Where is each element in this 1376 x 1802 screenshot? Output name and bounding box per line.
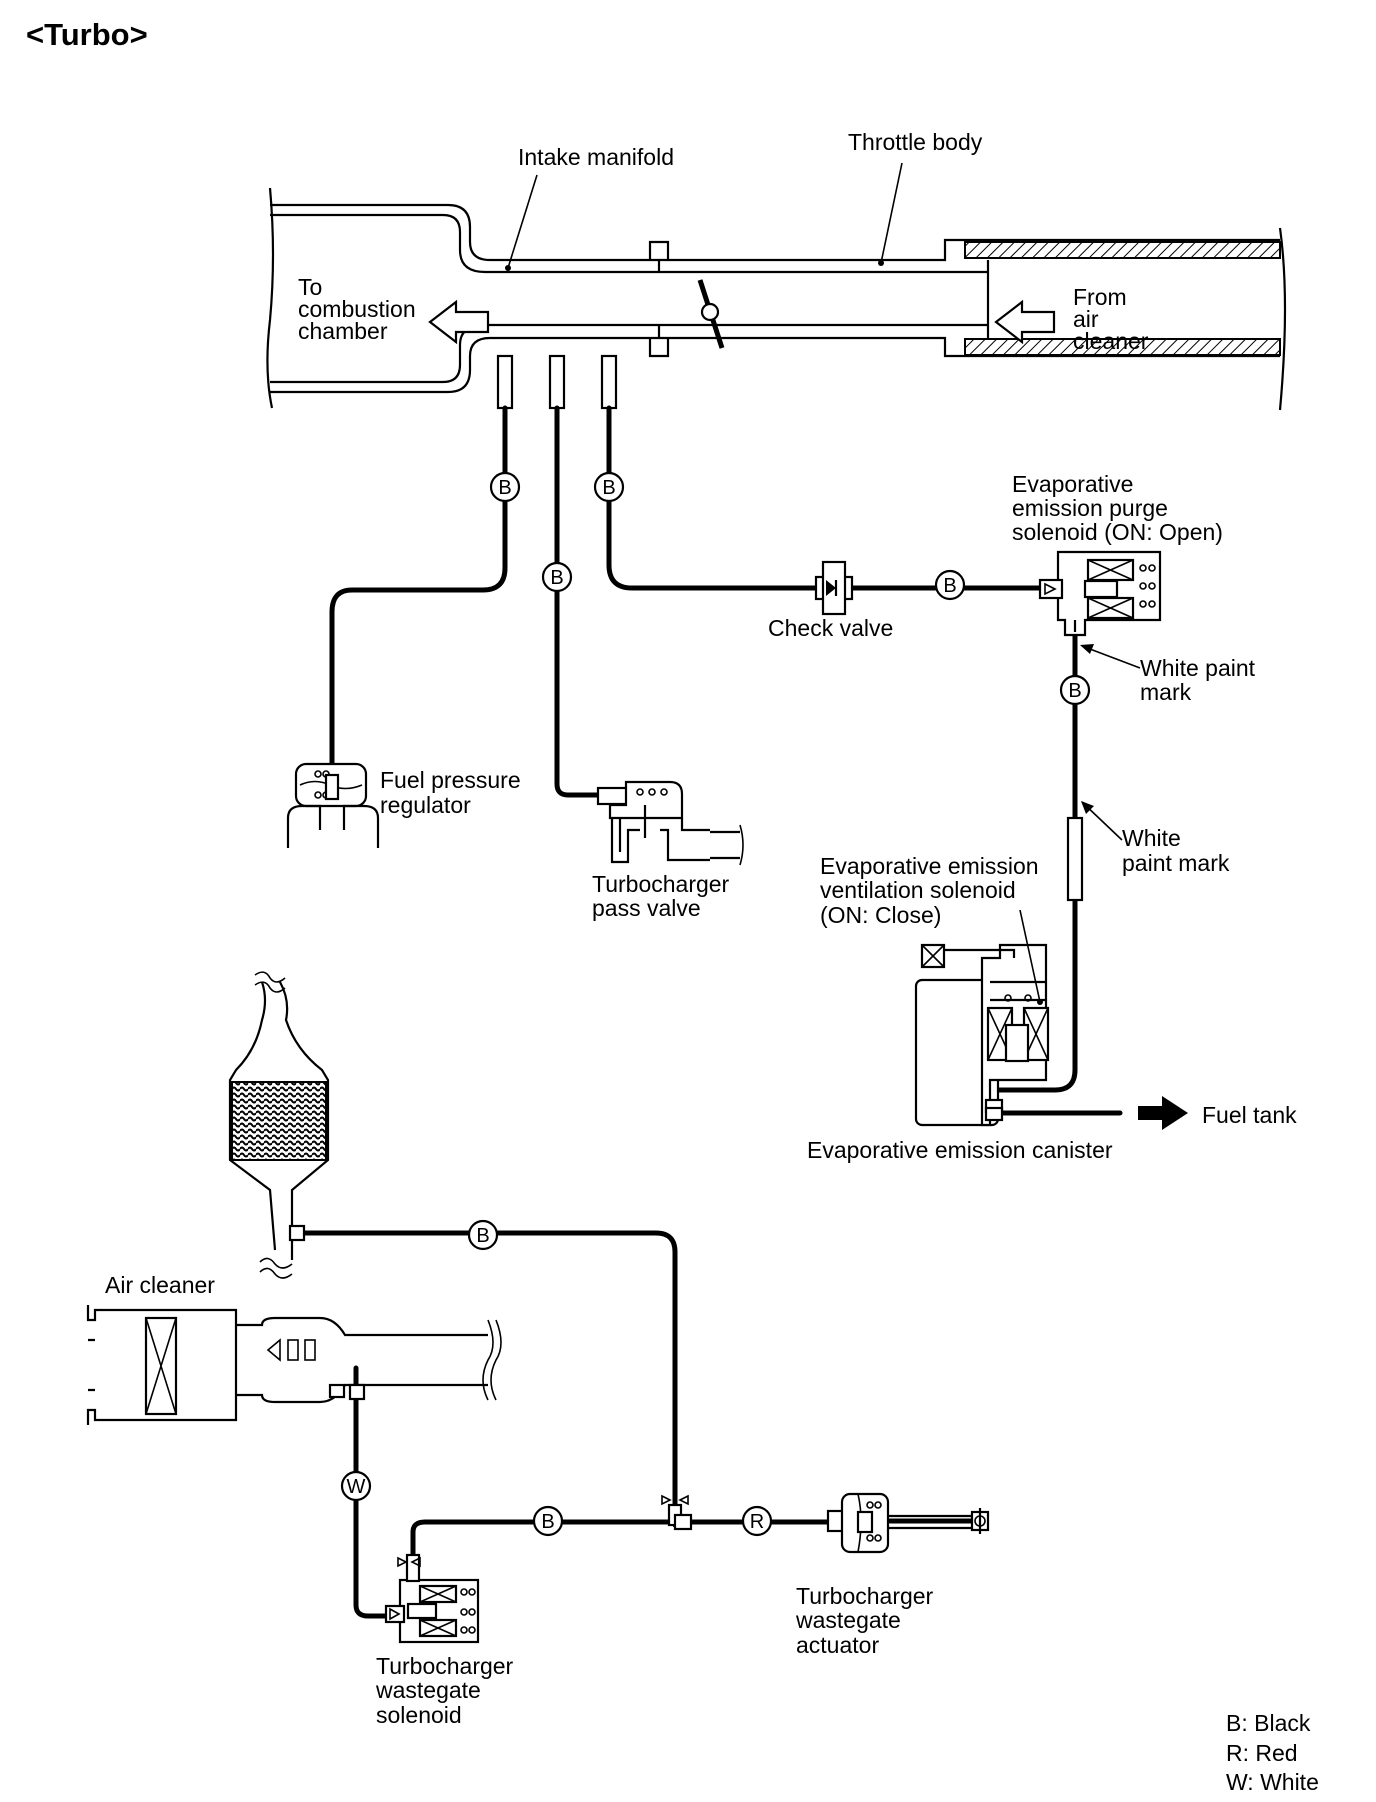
label-fuel-tank: Fuel tank bbox=[1202, 1102, 1297, 1128]
wastegate-actuator bbox=[826, 1492, 990, 1554]
diagram-title: <Turbo> bbox=[26, 17, 148, 52]
label-intake-manifold: Intake manifold bbox=[518, 144, 674, 170]
hose-tag-b: B bbox=[467, 1219, 499, 1251]
svg-text:B: B bbox=[602, 477, 615, 499]
svg-text:W: W bbox=[347, 1476, 366, 1498]
label-fuel-pressure-regulator: Fuel pressure regulator bbox=[380, 767, 527, 818]
label-pass-valve: Turbocharger pass valve bbox=[592, 871, 736, 921]
label-air-cleaner: Air cleaner bbox=[105, 1272, 215, 1298]
hose-tag-b: B bbox=[541, 561, 573, 593]
svg-text:B: B bbox=[943, 575, 956, 597]
label-white-paint-mark-1: White paint mark bbox=[1140, 655, 1261, 705]
catalytic-converter bbox=[228, 971, 330, 1279]
evaporative-emission-canister bbox=[914, 909, 1050, 1127]
color-legend: B: Black R: Red W: White bbox=[1226, 1710, 1319, 1795]
label-white-paint-mark-2: White paint mark bbox=[1122, 825, 1230, 876]
label-ventilation-solenoid: Evaporative emission ventilation solenoi… bbox=[820, 853, 1045, 928]
leader-lines bbox=[505, 162, 903, 271]
hose-tag-w: W bbox=[340, 1470, 372, 1502]
air-cleaner bbox=[86, 1305, 502, 1425]
label-to-combustion-chamber: To combustion chamber bbox=[298, 274, 422, 344]
purge-solenoid bbox=[1038, 550, 1162, 637]
hose-tag-b: B bbox=[1059, 674, 1091, 706]
svg-text:R: R bbox=[750, 1511, 764, 1533]
label-canister: Evaporative emission canister bbox=[807, 1137, 1113, 1163]
label-wastegate-solenoid: Turbocharger wastegate solenoid bbox=[375, 1653, 520, 1728]
check-valve bbox=[814, 560, 854, 616]
label-throttle-body: Throttle body bbox=[848, 129, 983, 155]
paint-mark-leaders bbox=[1080, 644, 1141, 841]
svg-text:B: B bbox=[476, 1225, 489, 1247]
svg-text:B: B bbox=[550, 567, 563, 589]
hose-tag-r: R bbox=[741, 1505, 773, 1537]
svg-text:B: B bbox=[1068, 680, 1081, 702]
svg-text:B: B bbox=[541, 1511, 554, 1533]
wastegate-solenoid bbox=[384, 1553, 480, 1644]
label-check-valve: Check valve bbox=[768, 615, 893, 641]
flow-arrow-in bbox=[994, 299, 1056, 345]
pass-valve bbox=[596, 780, 744, 866]
fuel-pressure-regulator bbox=[286, 762, 380, 848]
manifold-nipples bbox=[496, 354, 618, 410]
flow-arrow-out bbox=[428, 299, 490, 345]
throttle-body bbox=[648, 240, 1281, 358]
hose-tag-b: B bbox=[593, 471, 625, 503]
label-wastegate-actuator: Turbocharger wastegate actuator bbox=[795, 1583, 940, 1658]
svg-text:B: B bbox=[498, 477, 511, 499]
label-purge-solenoid: Evaporative emission purge solenoid (ON:… bbox=[1012, 471, 1223, 545]
hose-tag-b: B bbox=[489, 471, 521, 503]
fuel-tank-arrow bbox=[1138, 1096, 1188, 1130]
hose-t-joint bbox=[661, 1494, 693, 1531]
hose-tag-b: B bbox=[934, 569, 966, 601]
hose-tag-b: B bbox=[532, 1505, 564, 1537]
white-paint-mark-sleeve bbox=[1066, 816, 1084, 902]
intake-manifold bbox=[266, 187, 1287, 411]
label-from-air-cleaner: From air cleaner bbox=[1073, 284, 1149, 354]
hose-tags: B B B B B B W B R bbox=[340, 471, 1091, 1537]
